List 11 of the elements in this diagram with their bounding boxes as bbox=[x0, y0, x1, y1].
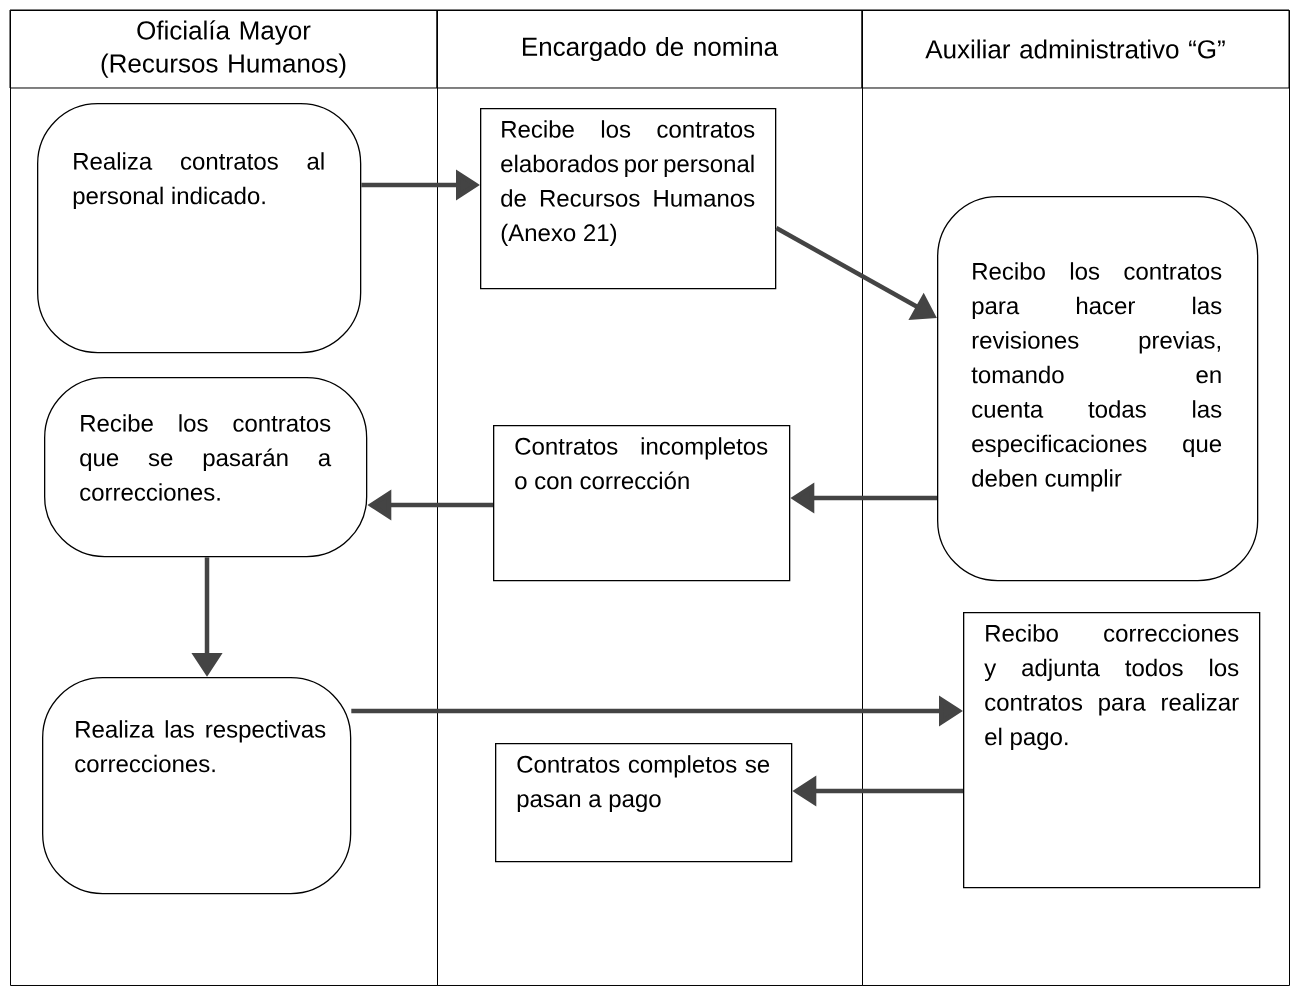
lane-header: Auxiliar administrativo “G” bbox=[861, 9, 1290, 89]
rounded-box: Realiza contratos al personal indicado. bbox=[37, 103, 362, 354]
rounded-box: Recibe los contratos que se pasarán a correcciones. bbox=[44, 377, 368, 558]
rounded-box: Realiza las respectivas correcciones. bbox=[42, 677, 352, 895]
lane-header: Oficialía Mayor (Recursos Humanos) bbox=[9, 9, 438, 89]
process-box: Contratos incompletos o con corrección bbox=[493, 425, 791, 582]
rounded-box: Recibo los contratos para hacer las revisiones previas, tomando en cuenta todas las especificaciones que deben cumplir bbox=[937, 196, 1259, 582]
lane-header: Encargado de nomina bbox=[436, 9, 863, 89]
process-box: Contratos completos se pasan a pago bbox=[495, 743, 793, 863]
process-box: Recibo correcciones y adjunta todos los contratos para realizar el pago. bbox=[963, 612, 1261, 889]
process-box: Recibe los contratos elaborados por personal de Recursos Humanos (Anexo 21) bbox=[480, 108, 777, 290]
